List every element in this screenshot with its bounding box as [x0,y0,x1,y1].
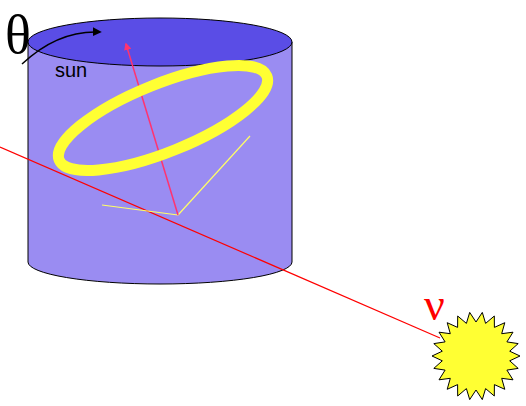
cone-line [102,205,178,215]
tank-top [28,18,292,66]
neutrino-path [0,147,440,338]
neutrino-label: ν [424,282,445,328]
direction-arrow [126,44,178,215]
angle-symbol: θ [5,8,31,62]
tank-body [28,42,292,284]
sun-symbol [432,312,520,399]
cherenkov-ring [46,45,279,192]
angle-subscript: sun [55,60,87,80]
